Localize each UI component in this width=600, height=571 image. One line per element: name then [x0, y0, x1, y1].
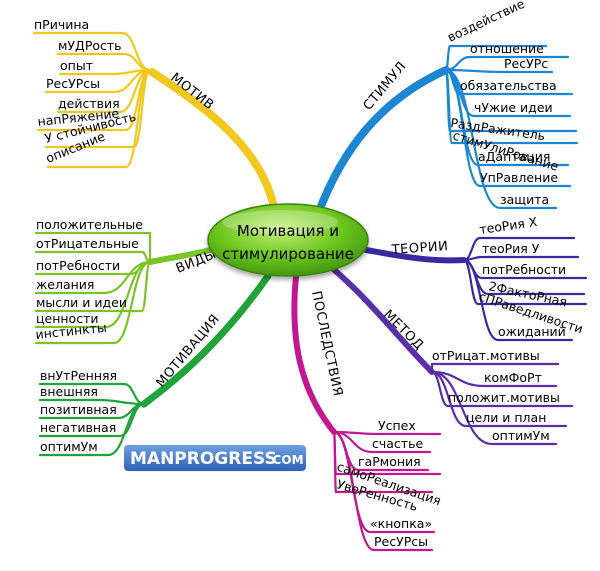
- leaf-motiv-0: пРичина: [34, 17, 89, 32]
- twig-stimul-8: [444, 68, 572, 188]
- twig-teorii-5: [462, 258, 574, 342]
- leaf-twigs: [32, 31, 588, 552]
- leaf-vidy-3: желания: [36, 277, 94, 292]
- twig-posledstviya-4: [332, 430, 434, 494]
- leaf-motivaciya-4: оптимУм: [40, 439, 98, 454]
- leaf-posledstviya-1: счастье: [372, 436, 423, 451]
- branch-name-posledstviya: ПОСЛЕДСТВИЯ: [308, 290, 345, 398]
- twig-stimul-2: [444, 68, 554, 74]
- twig-motivaciya-1: [38, 398, 146, 406]
- trunk-teorii: [363, 247, 467, 264]
- leaf-posledstviya-5: «кнопка»: [370, 516, 432, 531]
- leaf-metod-0: отРицат.мотивы: [432, 348, 540, 363]
- leaf-posledstviya-0: Успех: [378, 418, 416, 433]
- trunk-metod: [329, 265, 435, 375]
- twig-motiv-7: [46, 68, 152, 169]
- central-title-line2: стимулирование: [222, 245, 354, 263]
- leaf-posledstviya-2: гаРмония: [358, 454, 421, 469]
- leaf-motivaciya-3: негативная: [40, 420, 116, 435]
- leaf-teorii-5: ожиданий: [498, 324, 566, 339]
- trunk-motiv: [148, 68, 278, 212]
- leaf-stimul-2: РесУРс: [504, 56, 548, 71]
- twig-vidy-4: [34, 260, 152, 313]
- twig-metod-4: [430, 370, 558, 446]
- leaf-posledstviya-6: РесУРсы: [374, 534, 428, 549]
- leaf-stimul-8: УпРавление: [480, 170, 558, 185]
- leaf-labels: пРичинамУДРостьопытРесУРсыдействиянапРяж…: [34, 0, 585, 549]
- twig-motivaciya-4: [38, 402, 146, 457]
- leaf-teorii-2: потРебности: [482, 262, 566, 277]
- leaf-vidy-4: мысли и идеи: [36, 295, 127, 310]
- twig-teorii-1: [462, 255, 580, 262]
- leaf-metod-2: положит.мотивы: [448, 390, 560, 405]
- twig-posledstviya-6: [332, 430, 434, 552]
- twig-vidy-5: [34, 260, 152, 329]
- leaf-metod-3: цели и план: [466, 410, 546, 425]
- leaf-motivaciya-0: внУтРенняя: [40, 368, 117, 383]
- trunk-vidy: [147, 247, 213, 265]
- branch-name-metod: МЕТОД: [380, 307, 426, 353]
- leaf-motiv-1: мУДРость: [58, 38, 122, 53]
- twig-metod-1: [430, 370, 558, 388]
- leaf-metod-4: оптимУм: [492, 428, 550, 443]
- twig-stimul-6: [444, 68, 579, 145]
- trunk-posledstviya: [291, 273, 337, 435]
- twig-vidy-6: [34, 260, 152, 345]
- leaf-motivaciya-2: позитивная: [40, 402, 117, 417]
- logo-brand: MANPROGRESS: [130, 449, 277, 469]
- central-node: [207, 203, 369, 277]
- twig-metod-3: [430, 370, 568, 428]
- manprogress-logo: MANPROGRESS .COM: [124, 445, 306, 471]
- leaf-stimul-1: отношение: [470, 41, 544, 56]
- trunk-motivaciya: [140, 272, 272, 408]
- leaf-stimul-0: воздействие: [445, 0, 527, 45]
- twig-posledstviya-1: [332, 430, 432, 454]
- central-title-line1: Мотивация и: [237, 222, 339, 240]
- leaf-stimul-4: чУжие идеи: [474, 100, 553, 115]
- twig-motiv-4: [56, 68, 152, 114]
- leaf-motiv-2: опыт: [60, 58, 93, 73]
- leaf-stimul-3: обязательства: [460, 78, 557, 93]
- leaf-stimul-9: защита: [500, 192, 549, 207]
- leaf-teorii-1: теоРия У: [482, 241, 540, 256]
- leaf-teorii-0: теоРия Х: [478, 214, 538, 237]
- leaf-motiv-4: действия: [58, 96, 120, 111]
- leaf-vidy-2: потРебности: [36, 258, 120, 273]
- branch-trunks: [140, 66, 467, 435]
- leaf-vidy-5: ценности: [36, 311, 98, 326]
- leaf-vidy-6: инстинкты: [35, 320, 108, 342]
- leaf-vidy-1: отРицательные: [36, 236, 139, 251]
- branch-name-teorii: ТЕОРИИ: [390, 239, 449, 258]
- leaf-vidy-0: положительные: [36, 217, 143, 232]
- twig-stimul-9: [444, 68, 558, 210]
- trunk-stimul: [314, 66, 450, 218]
- branch-name-motivaciya: МОТИВАЦИЯ: [154, 312, 224, 391]
- twig-vidy-3: [34, 260, 152, 295]
- leaf-motivaciya-1: внешняя: [40, 384, 98, 399]
- leaf-metod-1: комФоРт: [484, 370, 542, 385]
- leaf-stimul-7: аДаптация: [478, 149, 550, 164]
- logo-suffix: .COM: [268, 453, 304, 467]
- leaf-motiv-3: РесУРсы: [46, 76, 100, 91]
